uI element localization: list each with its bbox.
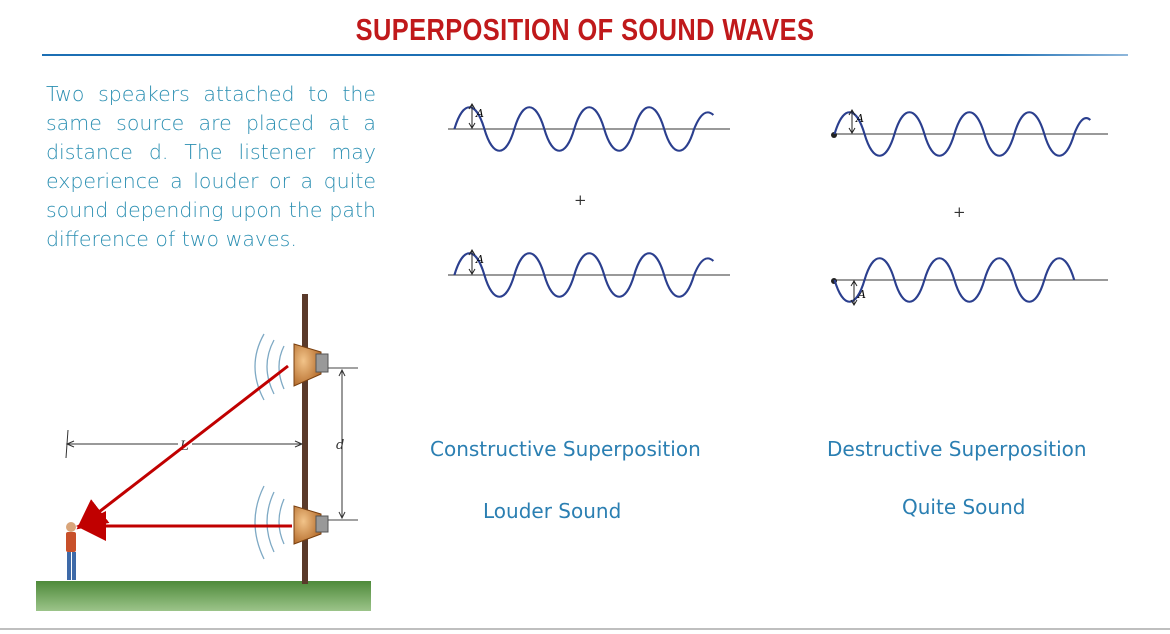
title-divider (42, 54, 1128, 56)
amplitude-label: A (857, 288, 866, 301)
description-text: Two speakers attached to the same source… (46, 82, 376, 251)
constructive-wave-1: A (448, 103, 730, 152)
separation-label: d (336, 438, 344, 453)
pole (302, 294, 308, 584)
speaker-diagram: d L (36, 294, 371, 611)
amplitude-label: A (475, 253, 484, 266)
destructive-wave-1: A (831, 109, 1108, 157)
listener-figure (66, 522, 76, 580)
plus-sign: + (574, 191, 587, 209)
amplitude-label: A (475, 107, 484, 120)
constructive-wave-2: A (448, 249, 730, 298)
destructive-caption: Destructive Superposition (827, 437, 1087, 461)
destructive-wave-2: A (831, 257, 1108, 306)
lower-speaker (254, 485, 358, 560)
amplitude-label: A (855, 112, 864, 125)
destructive-result: Quite Sound (902, 495, 1026, 519)
upper-path-arrow (76, 364, 289, 530)
destructive-waves: A + A (831, 109, 1108, 306)
constructive-waves: A + A (448, 103, 730, 298)
ground (36, 581, 371, 611)
constructive-result: Louder Sound (483, 499, 622, 523)
plus-sign: + (953, 203, 966, 221)
constructive-caption: Constructive Superposition (430, 437, 701, 461)
page-title: SUPERPOSITION OF SOUND WAVES (355, 12, 815, 47)
upper-speaker (254, 333, 358, 401)
footer-divider (0, 628, 1170, 630)
